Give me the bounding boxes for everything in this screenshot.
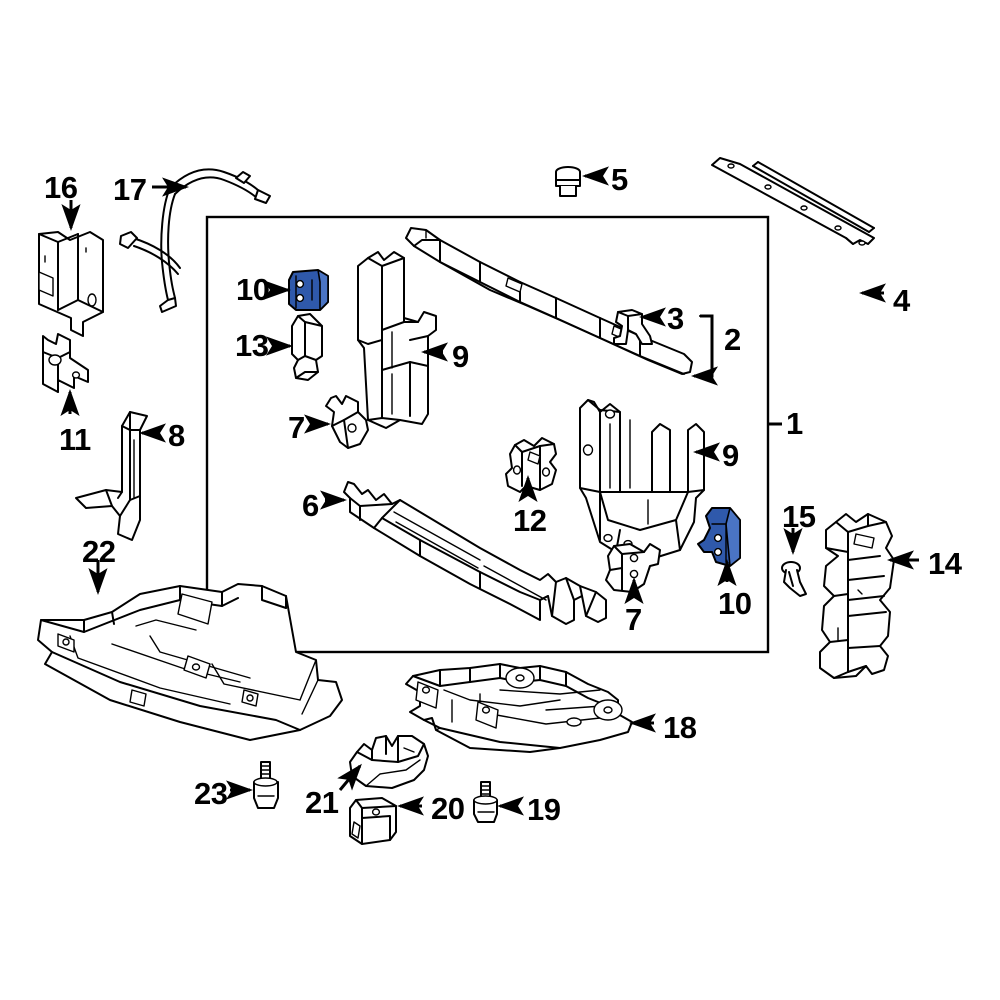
part-20-cover-retainer-bracket — [349, 797, 397, 845]
callout-12[interactable]: 12 — [513, 503, 547, 538]
callout-7-lower[interactable]: 7 — [625, 602, 642, 637]
callout-20[interactable]: 20 — [431, 791, 465, 826]
callout-10-upper[interactable]: 10 — [236, 272, 270, 307]
callout-10-lower[interactable]: 10 — [718, 586, 752, 621]
part-12-center-brace-bracket — [505, 437, 557, 493]
callout-2[interactable]: 2 — [724, 322, 741, 357]
part-14-harness-clamp-bracket — [819, 513, 895, 679]
part-9-side-support-lower — [579, 399, 705, 561]
part-23-bolt-stud — [253, 761, 279, 809]
callout-14[interactable]: 14 — [928, 546, 962, 581]
part-7-mounting-bracket-upper — [325, 395, 369, 449]
part-8-side-support-panel — [75, 411, 148, 541]
part-16-control-module — [38, 231, 104, 337]
part-7-mounting-bracket-lower — [605, 543, 661, 593]
callout-6[interactable]: 6 — [302, 488, 319, 523]
callout-9-upper[interactable]: 9 — [452, 339, 469, 374]
callout-18[interactable]: 18 — [663, 710, 697, 745]
part-17-wire-harness — [119, 168, 271, 313]
callout-1[interactable]: 1 — [786, 406, 803, 441]
leader-lines — [60, 166, 919, 816]
part-5-grommet — [555, 166, 581, 197]
callout-8[interactable]: 8 — [168, 418, 185, 453]
part-6-lower-tie-bar — [343, 481, 607, 625]
part-10-support-bracket-upper — [288, 269, 329, 311]
part-15-push-pin-clip — [781, 561, 807, 597]
callout-15[interactable]: 15 — [782, 499, 816, 534]
part-19-bolt-flange — [473, 781, 498, 823]
part-11-corner-bracket — [42, 333, 89, 393]
callout-4[interactable]: 4 — [893, 283, 910, 318]
part-13-small-stay-bracket — [291, 313, 323, 381]
part-22-engine-under-cover-front — [37, 583, 343, 741]
callout-13[interactable]: 13 — [235, 328, 269, 363]
callout-23[interactable]: 23 — [194, 776, 228, 811]
callout-9-lower[interactable]: 9 — [722, 438, 739, 473]
callout-7-upper[interactable]: 7 — [288, 410, 305, 445]
callout-16[interactable]: 16 — [44, 170, 78, 205]
part-10-support-bracket-lower — [697, 507, 741, 567]
part-21-air-duct-scoop — [349, 735, 429, 789]
part-9-side-support-upper — [357, 251, 437, 429]
part-4-air-deflector-strip — [711, 157, 875, 246]
callout-17[interactable]: 17 — [113, 172, 147, 207]
callout-5[interactable]: 5 — [611, 162, 628, 197]
callout-11[interactable]: 11 — [59, 422, 91, 457]
part-18-engine-under-cover-rear — [405, 663, 633, 753]
callout-21[interactable]: 21 — [305, 785, 339, 820]
callout-3[interactable]: 3 — [667, 301, 684, 336]
callout-19[interactable]: 19 — [527, 792, 561, 827]
callout-22[interactable]: 22 — [82, 534, 116, 569]
